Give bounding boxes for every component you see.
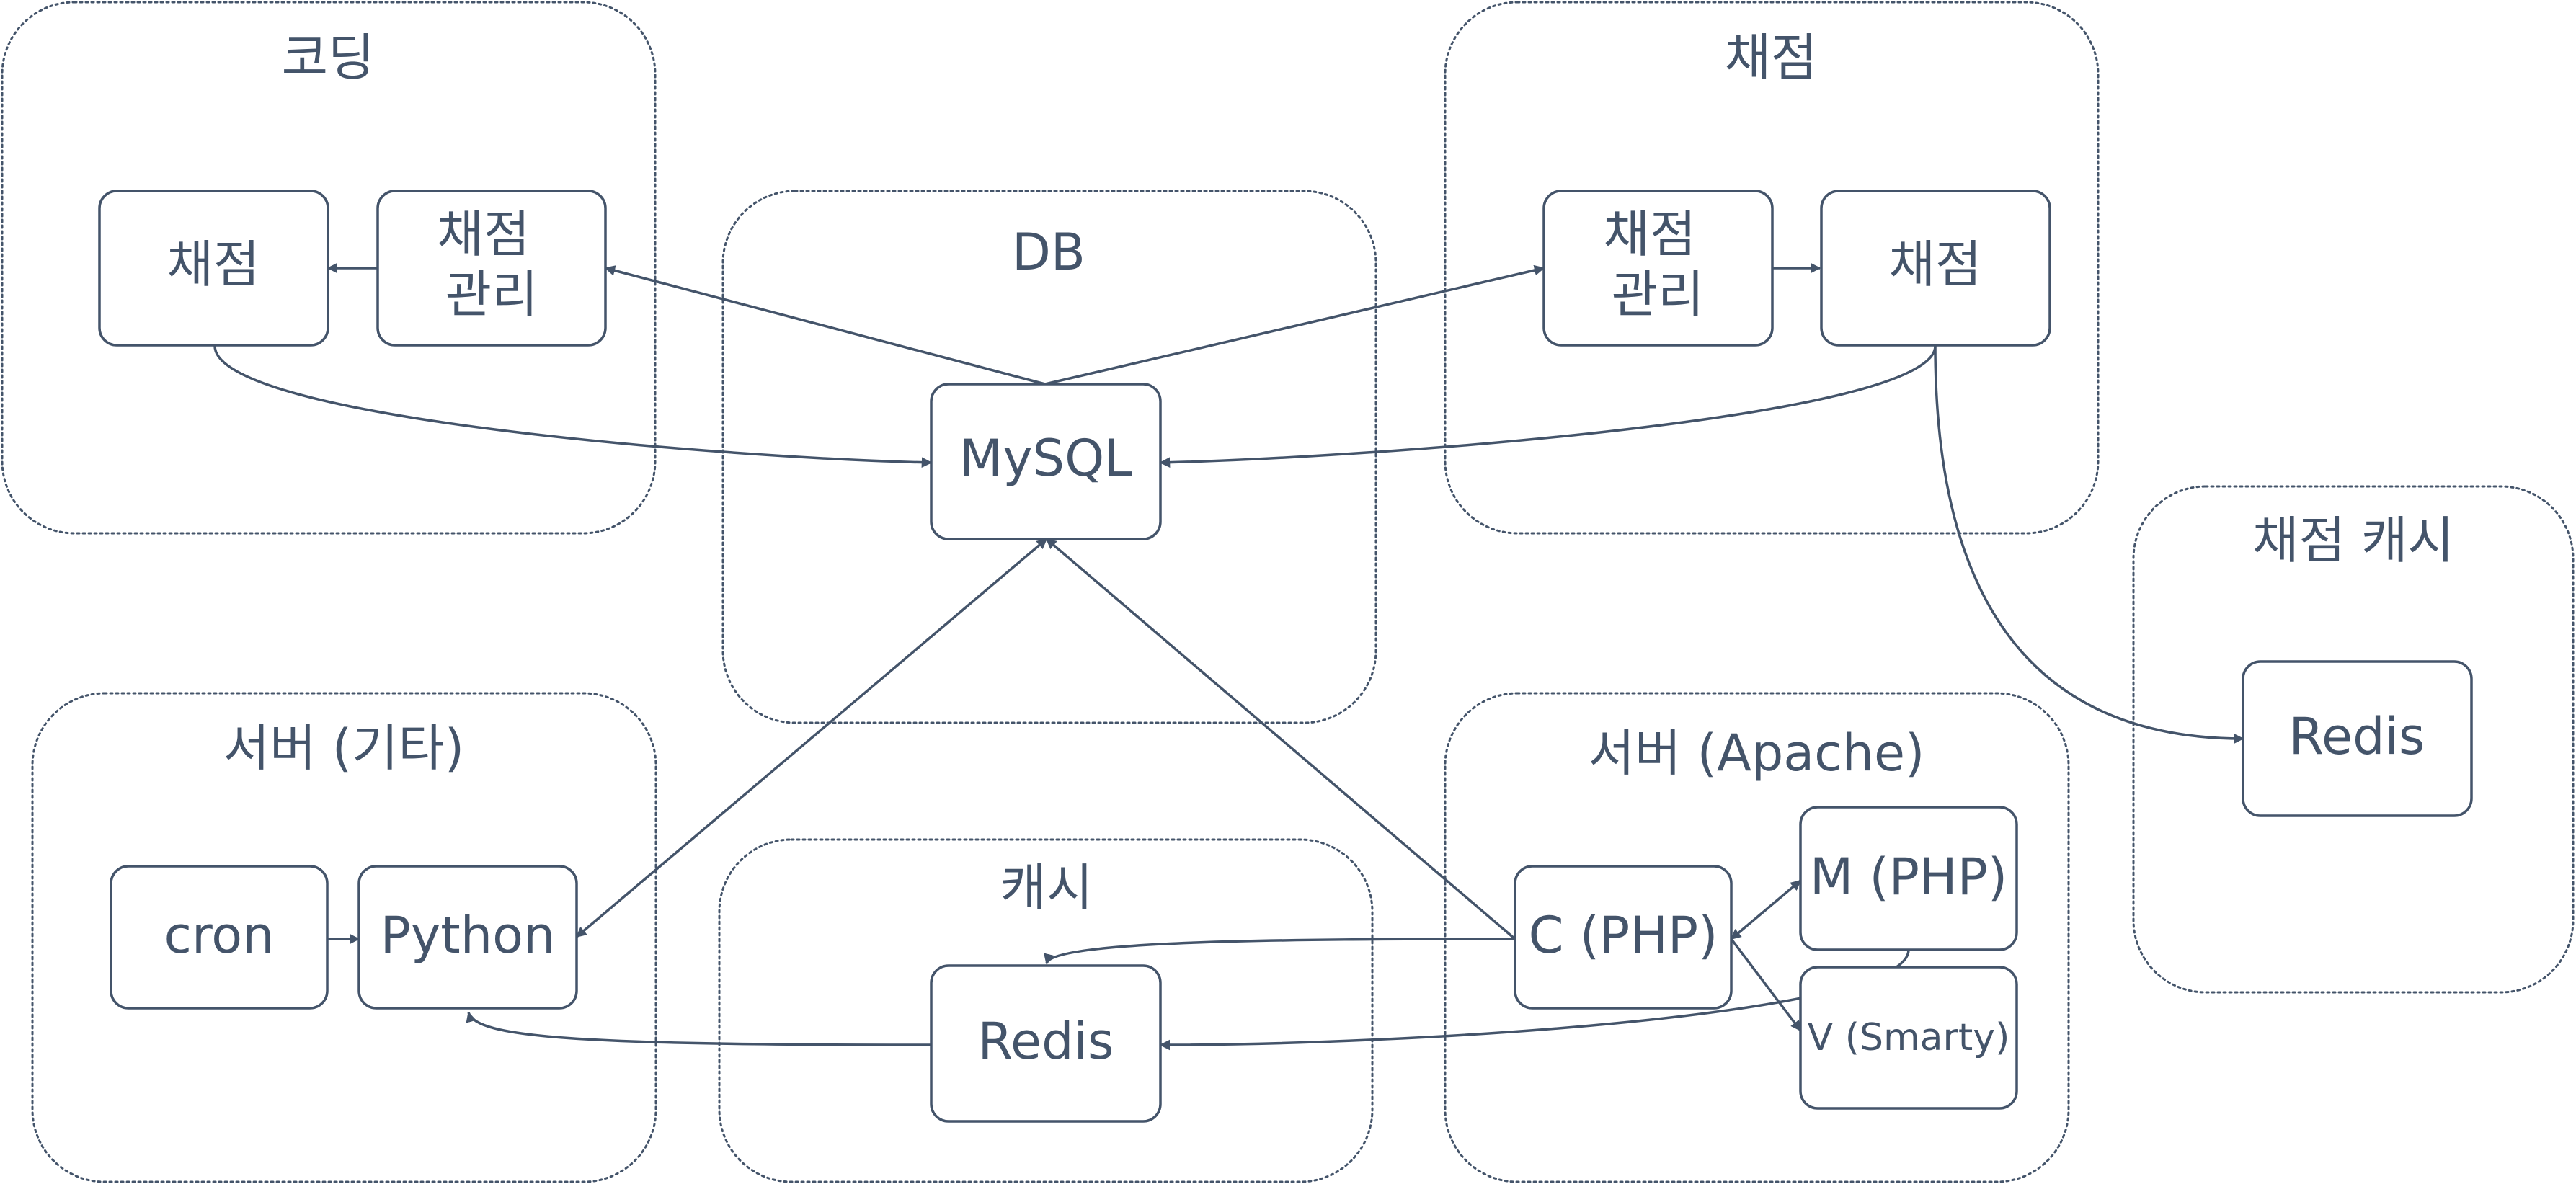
node-label-c-php: C (PHP) [1529, 906, 1718, 965]
edges [213, 262, 2244, 1051]
node-label-grading-grading-mgmt: 채점 관리 [1603, 205, 1712, 324]
node-grading-grading: 채점 [1820, 190, 2051, 347]
group-title-cache: 캐시 [1000, 858, 1093, 917]
node-cache-redis: Redis [930, 964, 1162, 1123]
node-coding-grading-mgmt: 채점 관리 [376, 190, 607, 347]
group-server-other: 서버 (기타) [31, 692, 657, 1183]
node-label-coding-grading: 채점 [167, 235, 260, 294]
node-coding-grading: 채점 [98, 190, 329, 347]
group-title-server-apache: 서버 (Apache) [1589, 724, 1925, 783]
node-v-smarty: V (Smarty) [1799, 966, 2018, 1110]
group-title-grading: 채점 [1725, 28, 1818, 87]
node-grading-cache-redis: Redis [2242, 660, 2473, 817]
edge-c-php-mysql [1045, 538, 1516, 940]
node-label-cron: cron [164, 906, 275, 965]
node-cron: cron [110, 865, 329, 1010]
node-label-m-php: M (PHP) [1810, 847, 2007, 907]
edge-mysql-to-grading-mgmt [1044, 264, 1545, 386]
edge-coding-grading-to-mysql [213, 345, 933, 468]
group-grading: 채점 [1444, 1, 2100, 535]
edge-grading-to-redis [1934, 345, 2244, 744]
group-coding: 코딩 [1, 1, 657, 535]
node-c-php: C (PHP) [1514, 865, 1733, 1010]
edge-c-php-to-v-smarty [1730, 938, 1802, 1032]
edge-grading-to-mysql [1159, 345, 1937, 468]
edge-c-php-to-cache-redis [1044, 938, 1516, 965]
edge-mysql-to-coding-mgmt [604, 265, 1046, 386]
node-m-php: M (PHP) [1799, 806, 2018, 951]
group-title-db: DB [1012, 223, 1085, 282]
group-server-apache: 서버 (Apache) [1444, 692, 2070, 1183]
edge-python-mysql [575, 538, 1048, 938]
node-label-grading-grading: 채점 [1889, 235, 1982, 294]
node-label-cache-redis: Redis [978, 1012, 1114, 1071]
group-grading-cache: 채점 캐시 [2132, 485, 2575, 994]
group-title-grading-cache: 채점 캐시 [2252, 511, 2454, 570]
node-grading-grading-mgmt: 채점 관리 [1542, 190, 1774, 347]
node-label-coding-grading-mgmt: 채점 관리 [437, 205, 546, 324]
edge-cache-redis-to-python [466, 1011, 932, 1046]
edge-c-php-m-php [1730, 879, 1802, 940]
node-mysql: MySQL [930, 383, 1162, 540]
node-label-mysql: MySQL [959, 429, 1132, 488]
group-db: DB [721, 190, 1377, 724]
node-python: Python [357, 865, 578, 1010]
group-title-server-other: 서버 (기타) [223, 718, 464, 778]
node-label-v-smarty: V (Smarty) [1808, 1016, 2010, 1059]
group-title-coding: 코딩 [282, 28, 375, 87]
node-label-python: Python [381, 906, 556, 965]
node-label-grading-cache-redis: Redis [2289, 707, 2425, 766]
